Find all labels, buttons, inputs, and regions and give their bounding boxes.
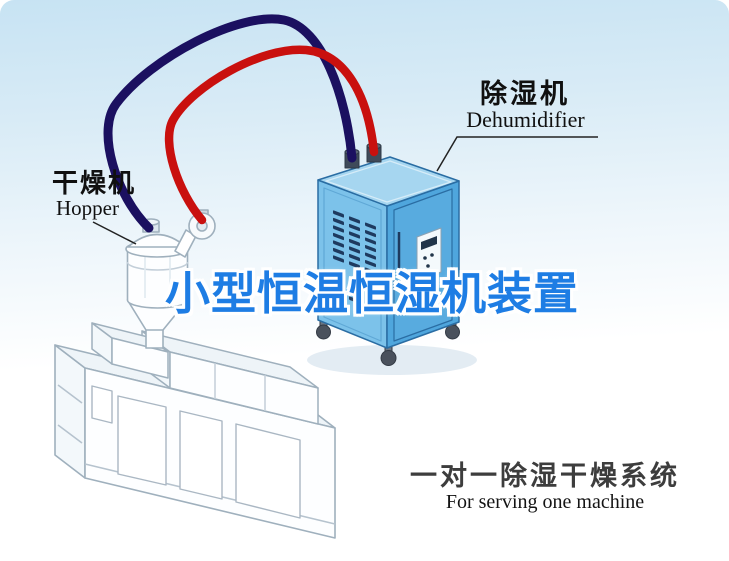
control-panel bbox=[416, 227, 442, 282]
hopper-label-en: Hopper bbox=[56, 196, 119, 220]
hopper-dryer bbox=[125, 209, 216, 349]
red-supply-hose bbox=[164, 45, 379, 225]
blower-fan bbox=[174, 209, 216, 258]
dehumidifier-machine bbox=[316, 142, 460, 366]
watermark-title: 小型恒温恒湿机装置 bbox=[164, 268, 579, 319]
dehumidifier-leader-line bbox=[436, 136, 598, 172]
machine-top-face bbox=[317, 156, 460, 207]
hopper-cylinder bbox=[126, 249, 189, 309]
dehumidifier-label-zh: 除湿机 bbox=[480, 79, 570, 109]
leader-lines bbox=[92, 136, 598, 245]
front-doors bbox=[91, 385, 301, 519]
extruder-machine bbox=[54, 322, 336, 539]
system-label-zh: 一对一除湿干燥系统 bbox=[410, 461, 680, 491]
hopper-leader-line bbox=[92, 221, 137, 245]
hopper-label-zh: 干燥机 bbox=[52, 168, 137, 198]
hopper-neck bbox=[145, 327, 164, 349]
navy-return-hose bbox=[103, 14, 357, 233]
dehumidifier-label-en: Dehumidifier bbox=[466, 107, 585, 132]
system-label-en: For serving one machine bbox=[445, 491, 645, 513]
